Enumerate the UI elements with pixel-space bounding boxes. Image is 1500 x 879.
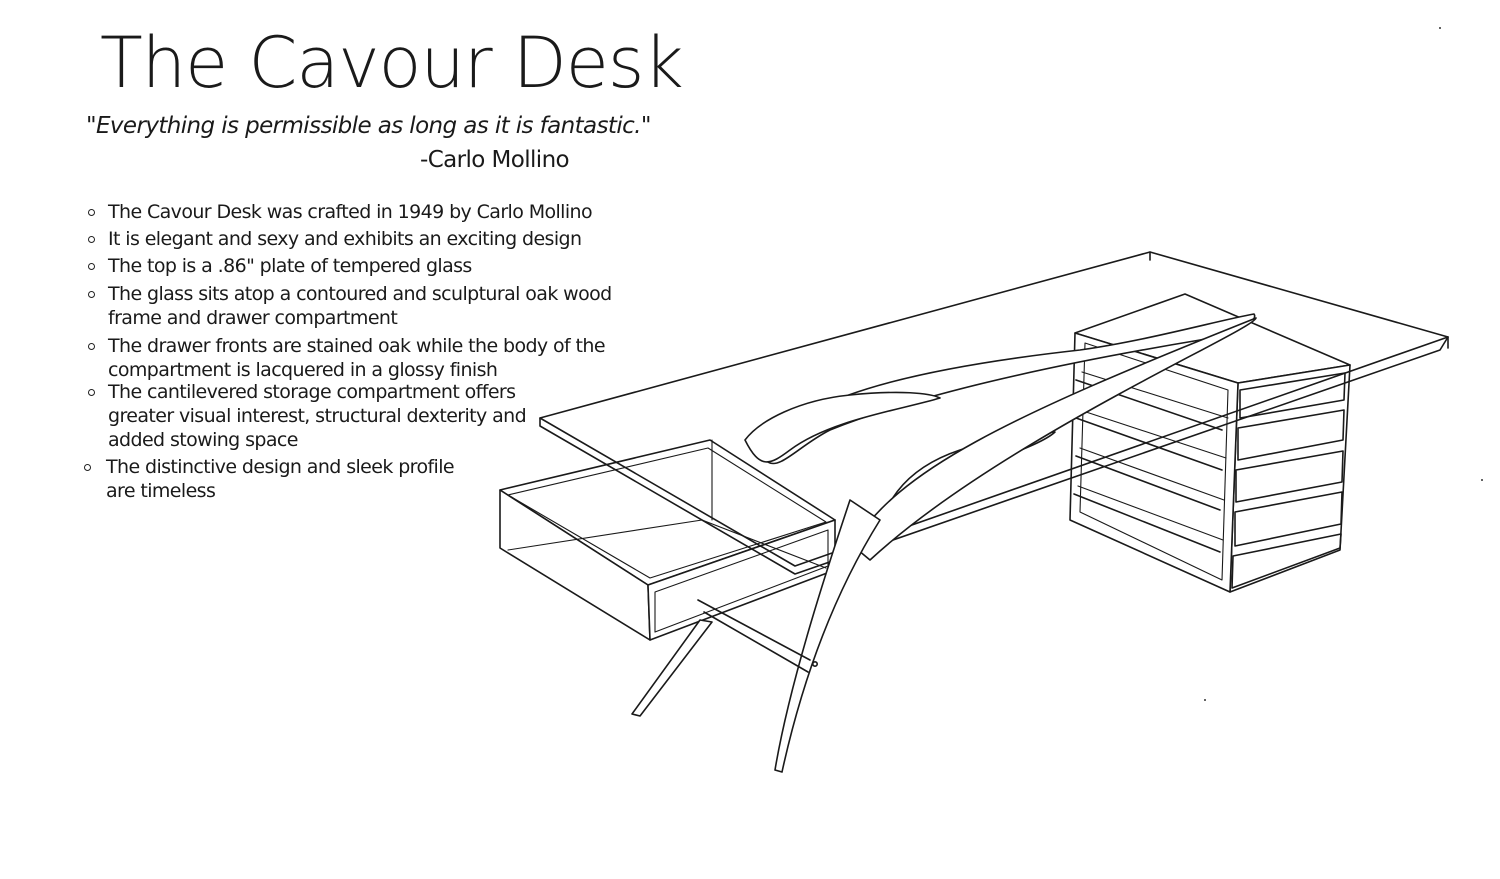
bullet-icon: [88, 263, 95, 270]
quote: "Everything is permissible as long as it…: [86, 113, 651, 139]
list-item: It is elegant and sexy and exhibits an e…: [88, 227, 582, 251]
list-item-text: frame and drawer compartment: [108, 307, 398, 329]
bullet-icon: [88, 209, 95, 216]
list-item-text: compartment is lacquered in a glossy fin…: [108, 359, 498, 381]
list-item-text: The glass sits atop a contoured and scul…: [108, 283, 612, 305]
glass-top: [539, 251, 1449, 575]
cantilever-drawer: [499, 439, 836, 641]
quote-attribution: -Carlo Mollino: [420, 147, 570, 173]
wood-frame: [744, 313, 1257, 561]
list-item-text: The distinctive design and sleek profile: [106, 456, 455, 478]
list-item-text: The cantilevered storage compartment off…: [108, 381, 516, 403]
list-item: The Cavour Desk was crafted in 1949 by C…: [88, 200, 593, 224]
list-item-text: The Cavour Desk was crafted in 1949 by C…: [108, 201, 593, 223]
list-item: The distinctive design and sleek profile…: [84, 455, 455, 503]
bullet-icon: [88, 343, 95, 350]
list-item-text: added stowing space: [108, 429, 298, 451]
list-item-text: greater visual interest, structural dext…: [108, 405, 527, 427]
bullet-icon: [84, 464, 91, 471]
page-title: The Cavour Desk: [100, 22, 684, 104]
list-item-text: The top is a .86" plate of tempered glas…: [108, 255, 472, 277]
list-item-text: The drawer fronts are stained oak while …: [108, 335, 606, 357]
bullet-icon: [88, 236, 95, 243]
list-item: The drawer fronts are stained oak while …: [88, 334, 606, 382]
bullet-icon: [88, 389, 95, 396]
list-item: The cantilevered storage compartment off…: [88, 380, 527, 452]
bullet-icon: [88, 291, 95, 298]
list-item-text: are timeless: [106, 480, 216, 502]
list-item: The top is a .86" plate of tempered glas…: [88, 254, 472, 278]
desk-legs: [631, 499, 881, 773]
list-item-text: It is elegant and sexy and exhibits an e…: [108, 228, 582, 250]
feature-list: The Cavour Desk was crafted in 1949 by C…: [0, 0, 640, 520]
list-item: The glass sits atop a contoured and scul…: [88, 282, 612, 330]
